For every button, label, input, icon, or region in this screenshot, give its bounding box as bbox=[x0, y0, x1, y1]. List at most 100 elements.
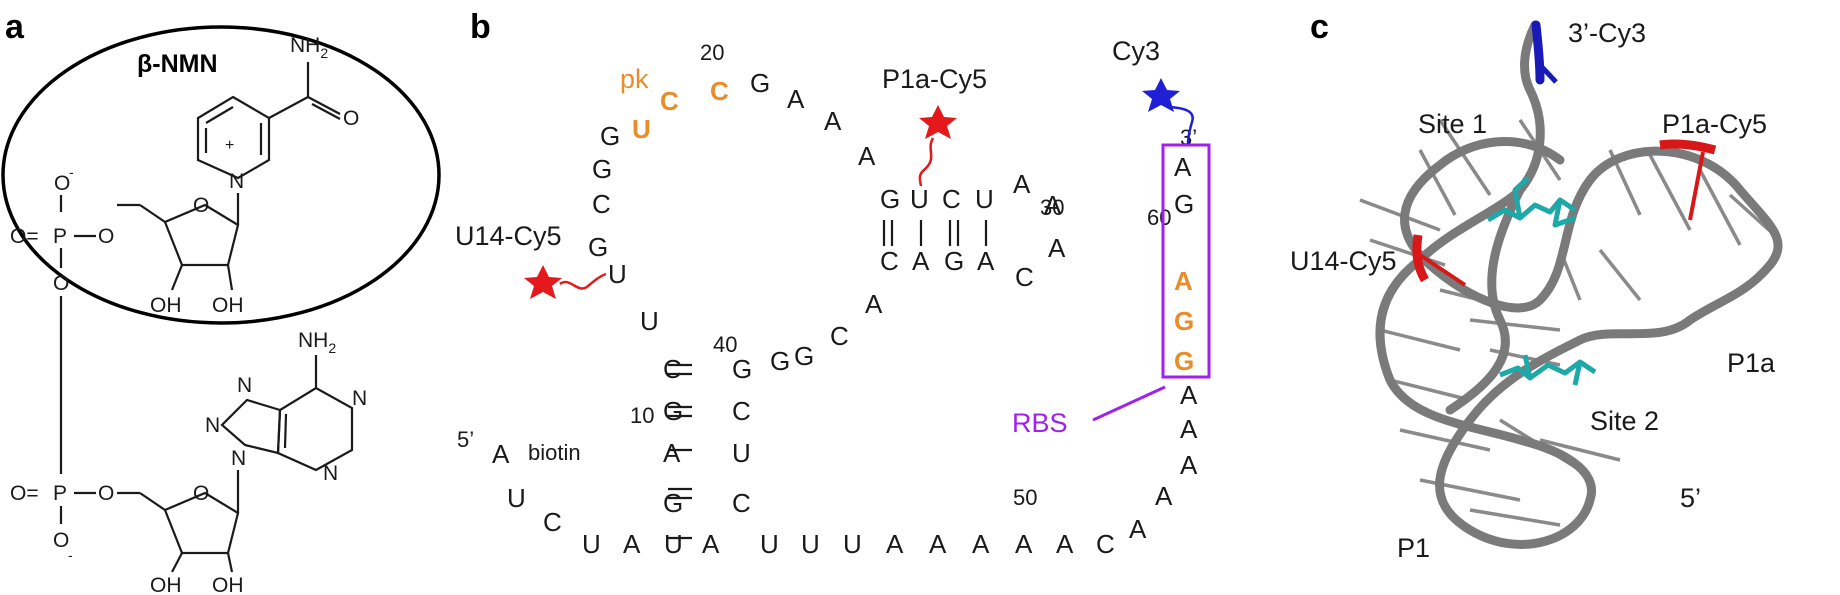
c5-bond-top bbox=[139, 204, 166, 223]
nucleotide-base: A bbox=[886, 529, 904, 559]
nucleotide-base: U bbox=[640, 306, 659, 336]
c5-bond-bot bbox=[139, 492, 166, 511]
nucleotide-base: A bbox=[1129, 514, 1147, 544]
nucleotide-base: G bbox=[663, 396, 683, 426]
nucleotide-base: A bbox=[1015, 529, 1033, 559]
nucleotide-base: C bbox=[1015, 262, 1034, 292]
nucleotide-base: A bbox=[492, 439, 510, 469]
nucleotide-base: U bbox=[843, 529, 862, 559]
nucleotide-base: A bbox=[972, 529, 990, 559]
atom-nh2-amide: NH2 bbox=[290, 34, 328, 61]
pos-50: 50 bbox=[1013, 485, 1037, 510]
atom-p-bot: P bbox=[53, 482, 67, 505]
atom-n-e: N bbox=[205, 414, 220, 437]
nucleotide-base: A bbox=[912, 246, 930, 276]
backbone-ribbon-mid bbox=[1445, 185, 1525, 415]
nucleotide-base: G bbox=[1174, 306, 1194, 336]
atom-o-ester-top: O bbox=[98, 225, 114, 248]
nucleotide-base: C bbox=[1096, 529, 1115, 559]
label-u14-cy5-c: U14-Cy5 bbox=[1290, 246, 1397, 276]
ribose-top: O OH OH bbox=[117, 194, 244, 317]
nucleotide-base: A bbox=[623, 529, 641, 559]
nmn-title: β-NMN bbox=[137, 50, 218, 78]
nucleotide-base: A bbox=[1056, 529, 1074, 559]
nucleotide-base: C bbox=[543, 507, 562, 537]
backbone-ribbon-3prime bbox=[1415, 20, 1545, 265]
atom-nh2-adenine: NH2 bbox=[298, 329, 336, 356]
nucleotide-base: C bbox=[732, 396, 751, 426]
atom-oh1-bot: OH bbox=[150, 574, 182, 595]
atom-n-plus: N bbox=[229, 170, 244, 193]
atom-n-b: N bbox=[237, 374, 252, 397]
beta-nmn-group: β-NMN bbox=[1, 25, 441, 325]
label-p1-c: P1 bbox=[1397, 533, 1430, 563]
nucleotide-base: A bbox=[1180, 450, 1198, 480]
atom-plus-charge: + bbox=[225, 137, 234, 154]
backbone-ribbon bbox=[1375, 137, 1783, 549]
amide-c-bond bbox=[268, 96, 309, 119]
pyrimidine-ring bbox=[276, 386, 354, 472]
p1a-cy5-highlight bbox=[1659, 139, 1717, 155]
atom-o-ester-bot: O bbox=[98, 482, 114, 505]
rbs-box bbox=[1161, 143, 1211, 379]
amide-o-double bbox=[311, 103, 341, 120]
nucleotide-base: G bbox=[663, 488, 683, 518]
ring-double-bond-1 bbox=[205, 106, 234, 124]
label-five-prime-b: 5’ bbox=[457, 427, 474, 452]
nucleotide-base: G bbox=[880, 184, 900, 214]
linker-u14 bbox=[559, 272, 607, 290]
label-p1a-c: P1a bbox=[1727, 348, 1776, 378]
nucleotide-base: A bbox=[1013, 169, 1031, 199]
atom-ring-o-bot: O bbox=[193, 482, 209, 505]
ribose-bottom-ring bbox=[163, 491, 240, 555]
nucleotide-base: A bbox=[865, 289, 883, 319]
label-five-prime-c: 5’ bbox=[1680, 483, 1701, 513]
ribose-top-ring bbox=[163, 203, 240, 267]
nucleotide-base: A bbox=[1155, 481, 1173, 511]
nucleotide-base: A bbox=[1048, 233, 1066, 263]
nucleotide-base: C bbox=[592, 189, 611, 219]
adenine-structure: N N NH2 N N N bbox=[205, 329, 367, 485]
imidazole-ring bbox=[220, 398, 282, 455]
nucleotide-base: G bbox=[592, 154, 612, 184]
nucleotide-base: G bbox=[944, 246, 964, 276]
star-icon bbox=[919, 105, 957, 139]
nucleotide-base: C bbox=[880, 246, 899, 276]
atom-oh2-top: OH bbox=[212, 294, 244, 317]
nucleotide-base: A bbox=[1180, 414, 1198, 444]
atom-o-eq-bot: O= bbox=[10, 482, 39, 505]
cy5-star-u14 bbox=[524, 265, 607, 299]
ligand-site2 bbox=[1499, 354, 1597, 386]
nucleotide-base: U bbox=[608, 259, 627, 289]
nucleotide-base: C bbox=[732, 488, 751, 518]
atom-oh2-bot: OH bbox=[212, 574, 244, 595]
label-site2: Site 2 bbox=[1590, 406, 1659, 436]
base-pairs bbox=[668, 220, 988, 540]
nucleotide-base: A bbox=[824, 106, 842, 136]
atom-p-top: P bbox=[53, 225, 67, 248]
label-p1a-cy5-b: P1a-Cy5 bbox=[882, 64, 987, 94]
pyridinium-structure: NH2 O N + bbox=[196, 34, 359, 225]
nucleotide-base: G bbox=[750, 68, 770, 98]
pos-60: 60 bbox=[1147, 205, 1171, 230]
ribose-bottom: O OH OH bbox=[150, 470, 244, 595]
nucleotide-base: U bbox=[664, 529, 683, 559]
linker-cy3 bbox=[1169, 105, 1194, 145]
atom-minus-bot: - bbox=[68, 547, 73, 563]
atom-o-bridge-top: O bbox=[53, 272, 69, 295]
atom-oh1-top: OH bbox=[150, 294, 182, 317]
nucleotide-base: U bbox=[732, 438, 751, 468]
nucleotide-base: G bbox=[588, 232, 608, 262]
label-pk: pk bbox=[620, 64, 649, 94]
pos-30: 30 bbox=[1040, 195, 1064, 220]
nucleotide-base: C bbox=[942, 184, 961, 214]
label-p1a-cy5-c: P1a-Cy5 bbox=[1662, 109, 1767, 139]
nucleotide-base: G bbox=[1174, 189, 1194, 219]
cy5-star-p1a bbox=[918, 105, 957, 187]
ligand-site1 bbox=[1486, 176, 1577, 228]
phosphate-top: O - O= P O O bbox=[10, 164, 114, 474]
nucleotide-base: C bbox=[663, 354, 682, 384]
label-biotin: biotin bbox=[528, 440, 581, 465]
